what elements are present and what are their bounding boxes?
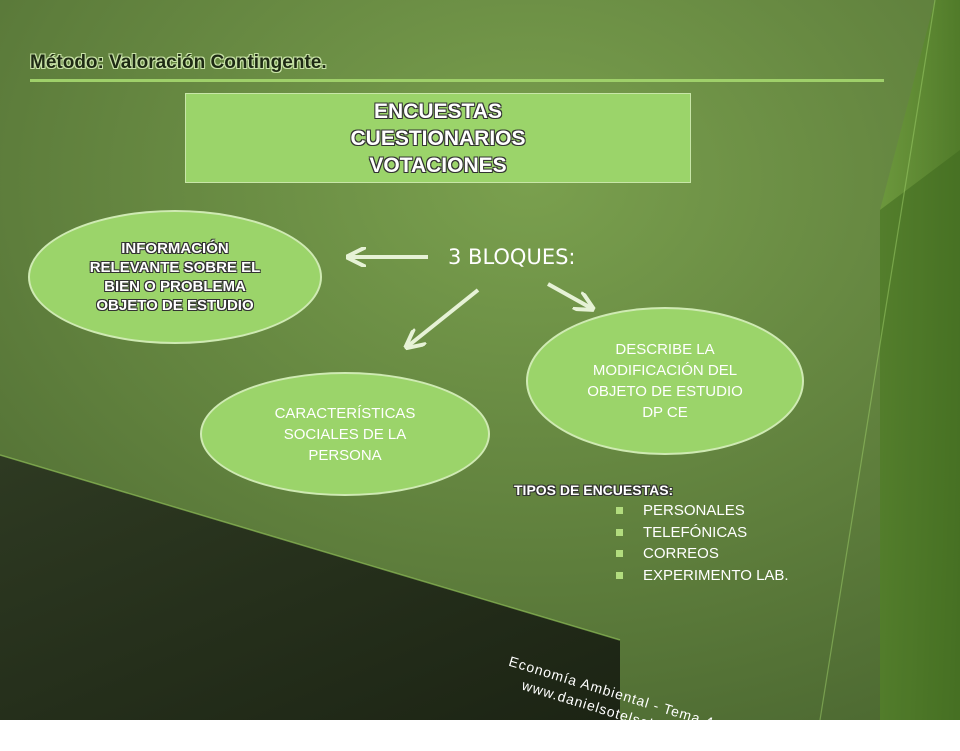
- list-item: EXPERIMENTO LAB.: [616, 565, 789, 587]
- block-caracteristicas-line3: PERSONA: [308, 446, 382, 464]
- square-bullet-icon: [616, 550, 623, 558]
- block-modificacion-line4: DP CE: [642, 404, 688, 421]
- slide-title: Método: Valoración Contingente.: [30, 52, 327, 73]
- square-bullet-icon: [616, 507, 623, 515]
- title-divider: [30, 79, 884, 82]
- square-bullet-icon: [616, 528, 623, 536]
- square-bullet-icon: [616, 571, 623, 579]
- survey-types-list: PERSONALES TELEFÓNICAS CORREOS EXPERIMEN…: [616, 500, 789, 586]
- list-item: PERSONALES: [616, 500, 789, 522]
- block-modificacion-line1: DESCRIBE LA: [615, 341, 715, 358]
- block-caracteristicas-line2: SOCIALES DE LA: [283, 425, 407, 443]
- three-blocks-label: 3 BLOQUES:: [448, 245, 576, 269]
- block-informacion: INFORMACIÓN RELEVANTE SOBRE EL BIEN O PR…: [28, 210, 322, 344]
- list-item: CORREOS: [616, 543, 789, 565]
- block-modificacion: DESCRIBE LA MODIFICACIÓN DEL OBJETO DE E…: [526, 307, 804, 455]
- block-informacion-line3: BIEN O PROBLEMA: [104, 278, 246, 295]
- block-caracteristicas-line1: CARACTERÍSTICAS: [274, 404, 416, 422]
- block-modificacion-line3: OBJETO DE ESTUDIO: [587, 383, 743, 400]
- method-line-votaciones: VOTACIONES: [369, 153, 507, 177]
- survey-types-heading: TIPOS DE ENCUESTAS:: [514, 482, 674, 498]
- block-informacion-line2: RELEVANTE SOBRE EL: [89, 259, 261, 276]
- methods-box: ENCUESTAS CUESTIONARIOS VOTACIONES: [185, 93, 691, 183]
- block-informacion-line1: INFORMACIÓN: [121, 240, 229, 257]
- list-item: TELEFÓNICAS: [616, 522, 789, 544]
- block-caracteristicas: CARACTERÍSTICAS SOCIALES DE LA PERSONA: [200, 372, 490, 496]
- block-informacion-line4: OBJETO DE ESTUDIO: [96, 297, 254, 314]
- block-modificacion-line2: MODIFICACIÓN DEL: [592, 362, 738, 379]
- method-line-encuestas: ENCUESTAS: [374, 99, 502, 123]
- method-line-cuestionarios: CUESTIONARIOS: [350, 126, 526, 150]
